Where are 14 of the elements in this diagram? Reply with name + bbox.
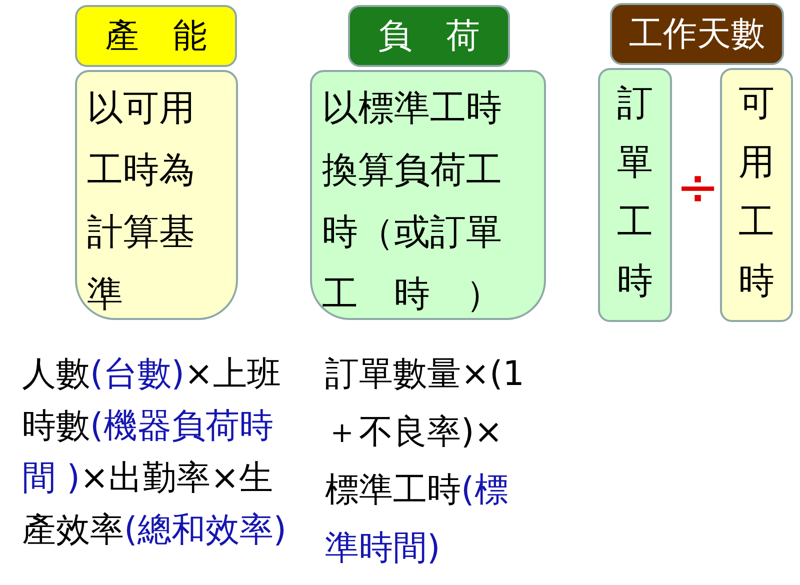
description-text: 以標準工時換算負荷工時（或訂單工 時 ） <box>322 87 503 317</box>
formula-text: 人數(台數)×上班時數(機器負荷時間 )×出勤率×生產效率(總和效率) <box>22 353 288 552</box>
vertical-text: 可用工時 <box>738 82 774 304</box>
vertical-text: 訂單工時 <box>617 82 653 304</box>
vertical-box <box>598 68 672 322</box>
header-box: 工作天數 <box>610 3 784 65</box>
formula-text: 訂單數量×(1＋不良率)×標準工時(標準時間) <box>325 353 526 570</box>
vertical-box <box>720 68 793 322</box>
header-box: 負 荷 <box>348 5 510 67</box>
description-text: 以可用工時為計算基準 <box>87 87 196 317</box>
description-box <box>75 70 238 320</box>
header-box: 產 能 <box>75 5 237 67</box>
description-box <box>310 70 546 320</box>
division-sign: ÷ <box>676 162 720 214</box>
